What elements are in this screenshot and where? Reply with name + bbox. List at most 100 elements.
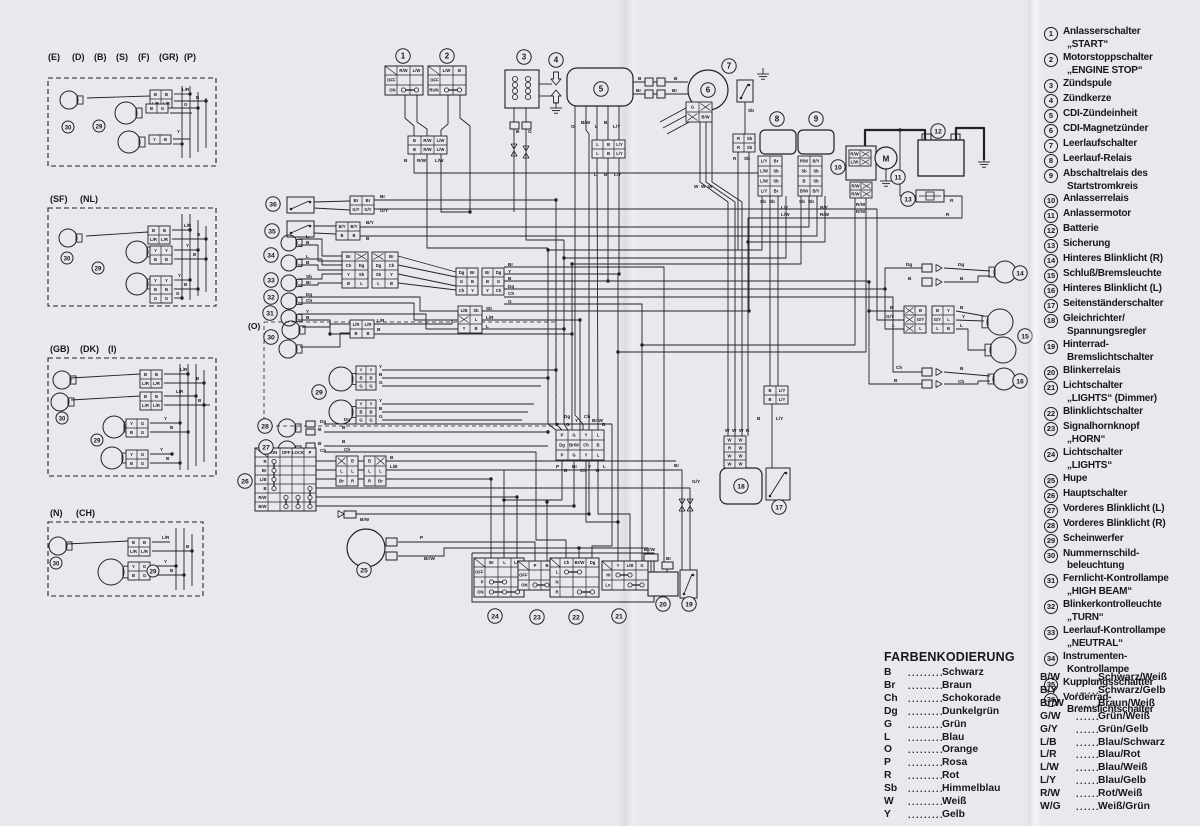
wire-label: B — [154, 287, 157, 292]
coil-winding — [512, 82, 519, 89]
component-marker-7 — [721, 58, 737, 74]
contact — [488, 589, 494, 595]
wire-label: G — [566, 422, 570, 427]
wire-label: L — [360, 281, 363, 286]
wire-label: 7 — [727, 62, 732, 71]
bulb-icon — [280, 292, 298, 310]
wire-label: Br — [339, 479, 344, 484]
component-marker-25 — [356, 562, 372, 578]
connector-grid — [862, 191, 871, 197]
legend-item-number: 22 — [1044, 406, 1058, 421]
wire-label: L — [486, 324, 489, 329]
contact — [271, 485, 277, 491]
wire-label: W — [739, 446, 743, 451]
wire-label: L/B — [390, 464, 398, 469]
wire-label: Y — [178, 273, 181, 278]
connector-pin-icon — [522, 145, 530, 152]
wire-label: L/Y — [776, 416, 784, 421]
wire-label: 5 — [599, 85, 604, 94]
spark-arrow-icon — [550, 71, 562, 86]
wire-label: 6 — [706, 86, 711, 95]
wire-label: Sb — [747, 145, 753, 150]
legend-item-text: Hinteres Blinklicht (R) — [1063, 253, 1163, 265]
wire-label: (P) — [184, 52, 196, 62]
wire-label: B — [604, 172, 608, 177]
wire — [302, 323, 350, 328]
component-marker-24 — [487, 608, 503, 624]
junction-dot — [174, 564, 178, 568]
wire-label: Br — [774, 159, 779, 164]
wire — [863, 128, 927, 148]
junction-dot — [328, 332, 332, 336]
junction-dot — [180, 296, 184, 300]
wire-label: P — [420, 535, 423, 540]
legend-item-text: Vorderes Blinklicht (R) — [1063, 517, 1166, 529]
wire-label: B — [508, 276, 512, 281]
contact — [627, 572, 633, 578]
wire-label: L/Y — [616, 142, 623, 147]
wire-label: B — [347, 281, 350, 286]
junction-dot — [587, 512, 591, 516]
wire-label: L/R — [141, 549, 148, 554]
wire-label: B — [564, 468, 568, 473]
connector-grid — [861, 151, 870, 157]
component-marker-1 — [395, 48, 411, 64]
wire-label: (N) — [50, 508, 63, 518]
legend-item-number: 9 — [1044, 168, 1058, 183]
connector-grid — [376, 457, 385, 465]
contact — [590, 589, 596, 595]
wire — [944, 380, 990, 385]
junction-dot — [188, 278, 192, 282]
contact — [413, 87, 419, 93]
color-code-row: B/W..........Schwarz/Weiß — [1040, 672, 1168, 683]
junction-dot — [640, 343, 644, 347]
wire-label: L/W — [760, 169, 768, 174]
wire-label: G — [165, 296, 168, 301]
bulb-base — [75, 233, 83, 243]
wire-label: L/Y — [616, 151, 623, 156]
wire-label: L — [368, 469, 371, 474]
wire — [86, 95, 151, 99]
wire-label: B/W — [800, 189, 808, 194]
component-marker-21 — [611, 608, 627, 624]
wire-label: L — [892, 323, 895, 328]
legend-item-number: 5 — [1044, 108, 1058, 123]
wire — [471, 552, 655, 603]
junction-dot — [489, 477, 493, 481]
wire-label: G/Y — [352, 207, 359, 212]
wire-label: B — [596, 443, 599, 448]
wire-label: Sb — [813, 179, 819, 184]
legend-item-text: Hupe — [1063, 472, 1088, 484]
wire-label: W — [728, 454, 732, 459]
wire-label: L — [306, 254, 309, 259]
wire-label: B — [960, 305, 964, 310]
wire-label: B/Y — [813, 159, 820, 164]
wire-label: B — [144, 394, 147, 399]
bulb-icon — [280, 274, 298, 292]
wire-label: 15 — [1021, 334, 1029, 341]
wire — [601, 560, 613, 571]
wire-label: B — [379, 372, 383, 377]
bulb-base — [135, 107, 143, 119]
wire-label: B — [318, 427, 322, 432]
wire-label: L/Y — [779, 397, 786, 402]
legend-item-text: Leerlauf-Kontrollampe„NEUTRAL“ — [1063, 624, 1166, 649]
connector-tag — [656, 89, 666, 99]
wire-label: Br — [485, 270, 490, 275]
switch-box — [308, 224, 312, 228]
wire — [549, 557, 561, 568]
battery-terminal — [921, 133, 932, 141]
connector-grid — [861, 159, 870, 165]
wire-label: (E) — [48, 52, 60, 62]
wire-label: Sb — [473, 308, 479, 313]
wire — [699, 110, 729, 436]
wire — [659, 107, 687, 123]
contact — [295, 494, 301, 500]
wire — [597, 460, 631, 561]
